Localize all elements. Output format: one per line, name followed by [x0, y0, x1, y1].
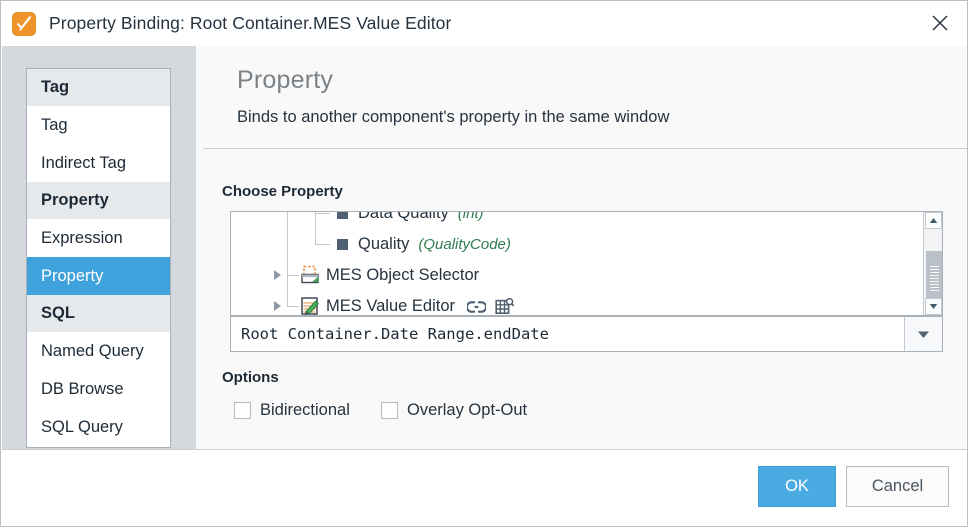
tree-row[interactable]: MES Object Selector: [231, 260, 923, 291]
checkmark-glyph: [17, 15, 31, 31]
sidebar-item-expression[interactable]: Expression: [27, 219, 170, 257]
tree-guide: [315, 213, 330, 214]
property-tree[interactable]: Data Quality (int) Quality (QualityCode) MES…: [230, 211, 943, 316]
tree-guide: [287, 212, 288, 229]
sidebar-item-tag[interactable]: Tag: [27, 106, 170, 144]
sidebar-item-sql-query[interactable]: SQL Query: [27, 408, 170, 446]
scroll-down-glyph: [929, 304, 938, 309]
table-search-icon: [495, 298, 515, 315]
scrollbar-track[interactable]: [925, 229, 942, 305]
overlay-opt-out-checkbox[interactable]: Overlay Opt-Out: [381, 401, 527, 420]
tree-guide: [287, 306, 299, 307]
tree-item-label: Quality: [358, 235, 410, 253]
page-title: Property: [237, 66, 334, 94]
table-search-icon[interactable]: [495, 298, 515, 315]
tree-row[interactable]: MES Value Editor: [231, 291, 923, 315]
property-square-icon: [337, 212, 348, 219]
sidebar-item-db-browse[interactable]: DB Browse: [27, 370, 170, 408]
property-tree-viewport: Data Quality (int) Quality (QualityCode) MES…: [231, 212, 923, 315]
tree-row-badges: [467, 298, 515, 315]
dialog-footer: OK Cancel: [2, 449, 967, 526]
link-icon: [467, 300, 487, 313]
checkbox-box[interactable]: [234, 402, 251, 419]
tree-node-icon: [300, 265, 321, 285]
tree-node-icon: [300, 296, 321, 315]
mes-object-selector-icon: [301, 265, 319, 284]
property-path-combobox[interactable]: Root Container.Date Range.endDate: [230, 316, 943, 352]
sidebar-item-property[interactable]: Property: [27, 257, 170, 295]
close-icon[interactable]: [922, 6, 958, 40]
chevron-down-icon[interactable]: [904, 317, 942, 351]
tree-expander-icon[interactable]: [274, 301, 281, 311]
binding-config-pane: Property Binds to another component's pr…: [196, 46, 967, 449]
section-divider: [203, 148, 967, 149]
tree-guide: [315, 244, 330, 245]
options-label: Options: [222, 369, 279, 386]
window-title: Property Binding: Root Container.MES Val…: [49, 13, 452, 33]
tree-row-content: MES Object Selector: [326, 260, 479, 291]
property-square-icon: [337, 239, 348, 250]
scroll-down-icon[interactable]: [925, 298, 942, 315]
tree-row-content: Data Quality (int): [358, 212, 484, 229]
cancel-button[interactable]: Cancel: [846, 466, 949, 507]
scrollbar-thumb[interactable]: [926, 251, 942, 305]
tree-row[interactable]: Data Quality (int): [231, 212, 923, 229]
tree-guide: [315, 212, 316, 229]
sidebar-group-tag: Tag: [27, 69, 170, 106]
bidirectional-label: Bidirectional: [260, 401, 350, 419]
sidebar-group-property: Property: [27, 182, 170, 219]
tree-node-icon: [337, 239, 348, 250]
link-icon[interactable]: [467, 300, 487, 314]
title-bar: Property Binding: Root Container.MES Val…: [1, 1, 967, 46]
tree-scrollbar[interactable]: [923, 212, 942, 315]
tree-row[interactable]: Quality (QualityCode): [231, 229, 923, 260]
tree-item-label: Data Quality: [358, 212, 449, 222]
tree-item-label: MES Object Selector: [326, 266, 480, 284]
tree-node-icon: [337, 212, 348, 219]
scroll-up-glyph: [929, 218, 938, 223]
checkbox-box[interactable]: [381, 402, 398, 419]
bidirectional-checkbox[interactable]: Bidirectional: [234, 401, 350, 420]
choose-property-label: Choose Property: [222, 183, 343, 200]
tree-guide: [287, 291, 288, 306]
mes-value-editor-icon: [301, 297, 319, 315]
tree-row-content: Quality (QualityCode): [358, 229, 511, 260]
property-path-value[interactable]: Root Container.Date Range.endDate: [241, 325, 549, 343]
sidebar-item-indirect-tag[interactable]: Indirect Tag: [27, 144, 170, 182]
tree-item-type: (int): [457, 212, 484, 222]
chevron-down-glyph: [918, 331, 929, 338]
tree-guide: [287, 229, 288, 260]
tree-item-type: (QualityCode): [418, 236, 511, 253]
overlay-opt-out-label: Overlay Opt-Out: [407, 401, 528, 419]
scrollbar-grip: [930, 265, 939, 292]
tree-item-label: MES Value Editor: [326, 297, 456, 315]
property-tree-rows: Data Quality (int) Quality (QualityCode) MES…: [231, 212, 923, 315]
tree-guide: [315, 229, 316, 244]
sidebar-group-sql: SQL: [27, 295, 170, 332]
ok-button[interactable]: OK: [758, 466, 836, 507]
panel-description: Binds to another component's property in…: [237, 108, 670, 126]
sidebar-item-named-query[interactable]: Named Query: [27, 332, 170, 370]
close-glyph: [932, 15, 948, 31]
ignition-checkmark-icon: [12, 11, 36, 36]
tree-expander-icon[interactable]: [274, 270, 281, 280]
tree-row-content: MES Value Editor: [326, 291, 515, 315]
scroll-up-icon[interactable]: [925, 212, 942, 229]
tree-guide: [287, 275, 299, 276]
